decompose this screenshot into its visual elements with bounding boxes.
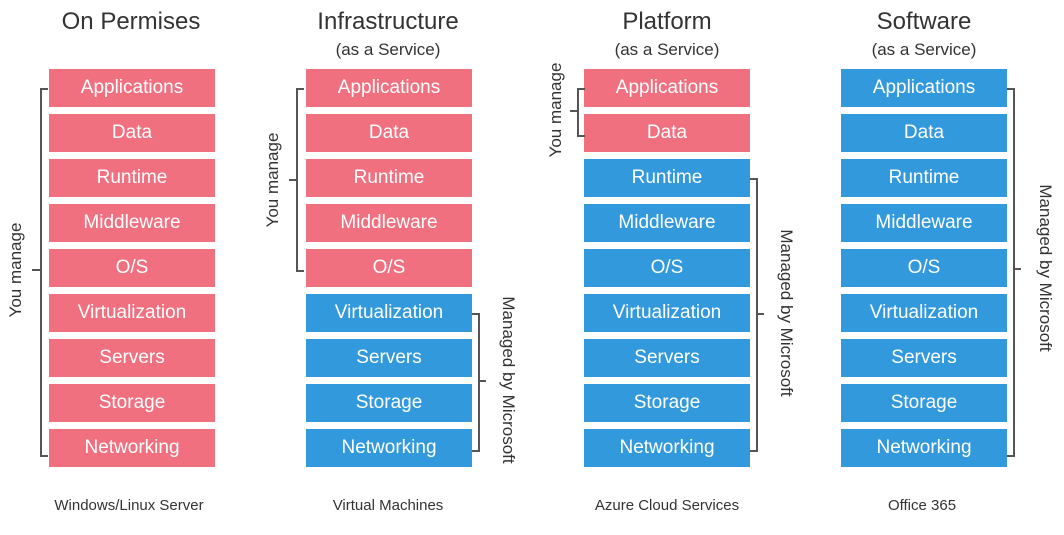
layer-data: Data [49,114,215,152]
column-on-premises: On Permises Applications Data Runtime Mi… [6,0,246,535]
column-caption: Virtual Machines [332,497,444,514]
layer-middleware: Middleware [841,204,1007,242]
layer-servers: Servers [306,339,472,377]
managed-by-microsoft-label: Managed by Microsoft [1036,184,1055,352]
layer-applications: Applications [49,69,215,107]
bracket-tick [32,269,40,271]
bracket-tick [756,313,764,315]
column-subtitle: (as a Service) [614,40,720,59]
layer-runtime: Runtime [49,159,215,197]
layer-virtualization: Virtualization [49,294,215,332]
managed-by-microsoft-label: Managed by Microsoft [499,296,518,464]
column-caption: Office 365 [887,497,957,514]
you-manage-bracket [577,88,585,137]
layer-networking: Networking [584,429,750,467]
layer-storage: Storage [841,384,1007,422]
layer-os: O/S [584,249,750,287]
column-paas: Platform (as a Service) Applications Dat… [546,0,796,535]
layer-data: Data [841,114,1007,152]
column-title: Software [876,8,972,35]
managed-by-microsoft-bracket [750,178,758,452]
layer-servers: Servers [49,339,215,377]
column-title: On Permises [61,8,201,35]
managed-by-microsoft-bracket [1007,88,1015,457]
bracket-tick [570,110,578,112]
column-iaas: Infrastructure (as a Service) Applicatio… [263,0,518,535]
layer-os: O/S [49,249,215,287]
you-manage-label: You manage [6,222,25,318]
layer-networking: Networking [49,429,215,467]
column-subtitle: (as a Service) [871,40,977,59]
layer-os: O/S [841,249,1007,287]
layer-virtualization: Virtualization [841,294,1007,332]
column-caption: Windows/Linux Server [54,497,204,514]
you-manage-label: You manage [546,62,565,158]
managed-by-microsoft-bracket [472,313,480,452]
column-caption: Azure Cloud Services [594,497,740,514]
layer-virtualization: Virtualization [306,294,472,332]
layer-runtime: Runtime [584,159,750,197]
layer-data: Data [306,114,472,152]
layer-networking: Networking [841,429,1007,467]
layer-middleware: Middleware [49,204,215,242]
layer-storage: Storage [584,384,750,422]
bracket-tick [289,179,297,181]
layer-os: O/S [306,249,472,287]
layer-storage: Storage [306,384,472,422]
layer-networking: Networking [306,429,472,467]
bracket-tick [478,380,486,382]
column-subtitle: (as a Service) [335,40,441,59]
layer-servers: Servers [841,339,1007,377]
layer-applications: Applications [584,69,750,107]
column-title: Infrastructure [317,8,459,35]
layer-runtime: Runtime [306,159,472,197]
layer-middleware: Middleware [584,204,750,242]
column-saas: Software (as a Service) Applications Dat… [809,0,1055,535]
layer-storage: Storage [49,384,215,422]
column-title: Platform [622,8,712,35]
layer-runtime: Runtime [841,159,1007,197]
layer-data: Data [584,114,750,152]
layer-virtualization: Virtualization [584,294,750,332]
managed-by-microsoft-label: Managed by Microsoft [777,229,796,397]
layer-servers: Servers [584,339,750,377]
you-manage-label: You manage [263,132,282,228]
bracket-tick [1013,268,1021,270]
you-manage-bracket [296,88,304,272]
layer-applications: Applications [306,69,472,107]
you-manage-bracket [40,88,48,457]
layer-applications: Applications [841,69,1007,107]
layer-middleware: Middleware [306,204,472,242]
